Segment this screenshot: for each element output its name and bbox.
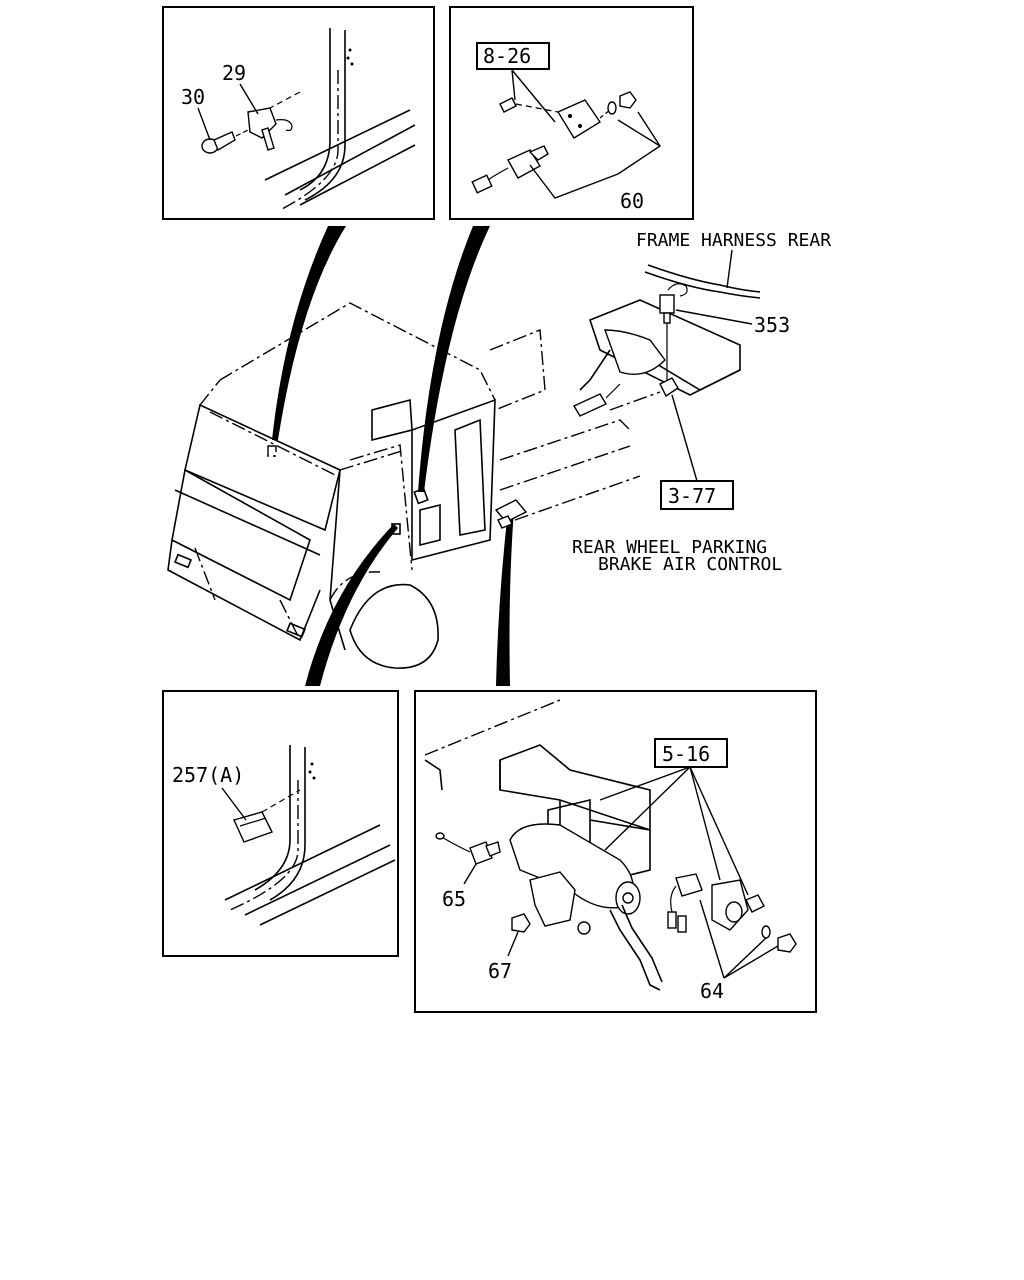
callout-band-top-left bbox=[272, 226, 346, 440]
air-valve-353 bbox=[659, 294, 679, 398]
truck-cab-illustration bbox=[167, 249, 761, 669]
label-60: 60 bbox=[620, 189, 644, 213]
part-30-screw bbox=[201, 129, 249, 154]
callout-band-bottom-right bbox=[496, 510, 514, 686]
panel-top-right-frame bbox=[449, 6, 694, 220]
part-65-switch bbox=[435, 832, 501, 865]
panel-bottom-right: 5-16 65 67 64 bbox=[414, 690, 817, 1013]
ref-5-16: 5-16 bbox=[662, 742, 710, 766]
ref-3-77: 3-77 bbox=[668, 484, 716, 508]
panel-top-left: 29 30 bbox=[162, 6, 435, 220]
panel-top-left-frame bbox=[162, 6, 435, 220]
brake-chamber bbox=[604, 329, 666, 375]
callout-bands bbox=[272, 226, 514, 686]
frame-harness-wire bbox=[647, 264, 761, 293]
callout-band-bottom-left bbox=[305, 524, 398, 686]
panel-bottom-right-frame bbox=[414, 690, 817, 1013]
label-frame-harness-rear: FRAME HARNESS REAR bbox=[636, 230, 831, 251]
panel-bottom-left-frame bbox=[162, 690, 399, 957]
part-60-switch bbox=[471, 145, 549, 194]
part-64-switch bbox=[667, 873, 797, 953]
label-67: 67 bbox=[488, 959, 512, 983]
part-29-switch bbox=[247, 91, 301, 151]
label-29: 29 bbox=[222, 61, 246, 85]
label-30: 30 bbox=[181, 85, 205, 109]
label-257A: 257(A) bbox=[172, 763, 244, 787]
ref-box-8-26 bbox=[476, 42, 550, 70]
ref-8-26: 8-26 bbox=[483, 44, 531, 68]
label-rear-wheel-parking: REAR WHEEL PARKING bbox=[572, 537, 767, 558]
panel-top-right: 8-26 60 bbox=[449, 6, 694, 220]
bracket-plate bbox=[556, 99, 601, 139]
part-257A-indicator bbox=[233, 789, 301, 843]
ref-box-5-16 bbox=[654, 738, 728, 768]
label-65: 65 bbox=[442, 887, 466, 911]
label-64: 64 bbox=[700, 979, 724, 1003]
label-353: 353 bbox=[754, 313, 790, 337]
callout-band-top-right bbox=[418, 226, 490, 492]
part-67-nut bbox=[511, 913, 531, 933]
nut bbox=[619, 91, 637, 109]
panel-bottom-left: 257(A) bbox=[162, 690, 399, 957]
label-brake-air-control: BRAKE AIR CONTROL bbox=[598, 554, 782, 575]
